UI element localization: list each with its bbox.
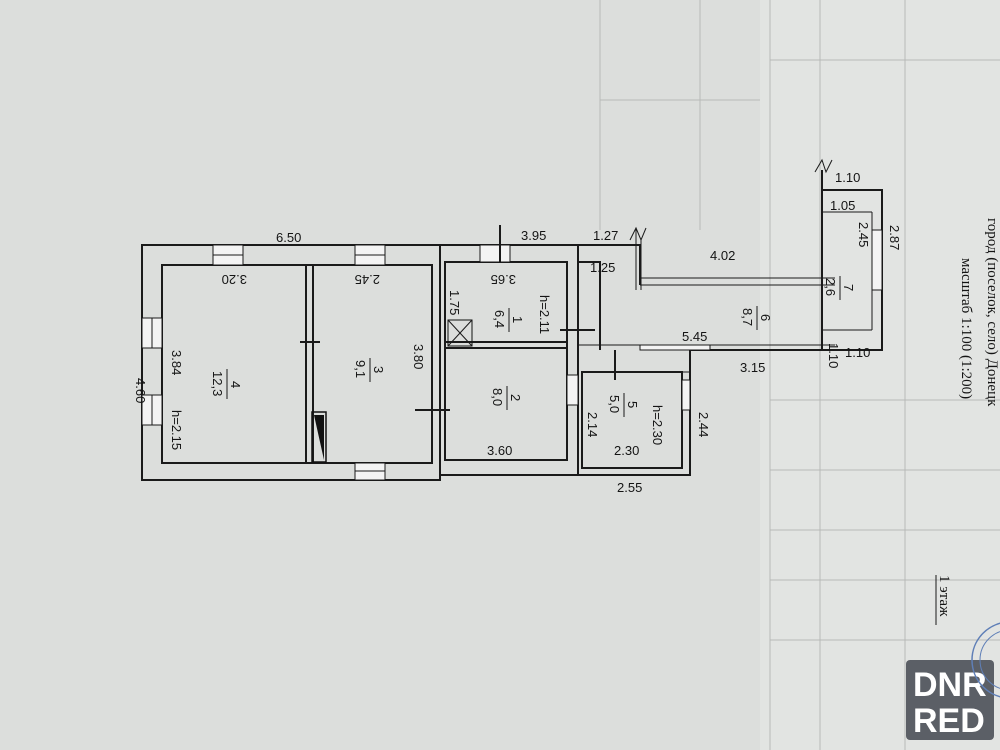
dim-room3-right: 3.80 bbox=[411, 344, 426, 369]
svg-text:9,1: 9,1 bbox=[353, 360, 368, 378]
dim-room7-bottom-inner: 1.10 bbox=[826, 343, 841, 368]
logo-line-2: RED bbox=[913, 702, 985, 740]
heater-symbol bbox=[447, 319, 473, 347]
plan-doors bbox=[300, 225, 616, 411]
stamp-fragment bbox=[971, 622, 1000, 698]
svg-text:6,4: 6,4 bbox=[492, 310, 507, 328]
room-5-label: 5 5,0 bbox=[607, 393, 640, 417]
room-1-label: 1 6,4 bbox=[492, 308, 525, 332]
room-4-height: h=2.15 bbox=[169, 410, 184, 450]
dim-outer-left: 4.60 bbox=[133, 378, 148, 403]
svg-text:5,0: 5,0 bbox=[607, 395, 622, 413]
dim-room7-top-outer: 1.10 bbox=[835, 170, 860, 185]
room-3-label: 3 9,1 bbox=[353, 358, 386, 382]
dim-room6-bottom: 5.45 bbox=[682, 329, 707, 344]
city-line: город (поселок, село) Донецк bbox=[984, 218, 1000, 407]
dim-room2-bottom: 3.60 bbox=[487, 443, 512, 458]
svg-text:2: 2 bbox=[508, 394, 523, 401]
logo-line-1: DNR bbox=[913, 666, 987, 704]
svg-text:8,7: 8,7 bbox=[740, 308, 755, 326]
room-7-label: 7 2,6 bbox=[823, 276, 856, 300]
dim-room4-left: 3.84 bbox=[169, 350, 184, 375]
svg-text:4: 4 bbox=[228, 381, 243, 388]
dim-corridor-bottom: 2.55 bbox=[617, 480, 642, 495]
dim-room5-left: 2.14 bbox=[585, 412, 600, 437]
right-form-area bbox=[760, 0, 1000, 750]
dim-room6-outer: 3.15 bbox=[740, 360, 765, 375]
room-4-label: 4 12,3 bbox=[210, 369, 243, 399]
svg-text:3: 3 bbox=[371, 366, 386, 373]
dim-room7-top-inner: 1.05 bbox=[830, 198, 855, 213]
svg-text:8,0: 8,0 bbox=[490, 388, 505, 406]
svg-text:1: 1 bbox=[510, 316, 525, 323]
plan-walls bbox=[141, 158, 883, 481]
dim-room1-left: 1.75 bbox=[447, 290, 462, 315]
dim-porch-top: 1.27 bbox=[593, 228, 618, 243]
svg-text:5: 5 bbox=[625, 401, 640, 408]
dim-room4-top: 3.20 bbox=[222, 272, 247, 287]
room-1-height: h=2.11 bbox=[537, 295, 552, 334]
dim-room1-top: 3.65 bbox=[491, 272, 516, 287]
dim-room7-bottom-outer: 1.10 bbox=[845, 345, 870, 360]
svg-text:2,6: 2,6 bbox=[823, 278, 838, 296]
dim-porch-inner: 1.25 bbox=[590, 260, 615, 275]
dim-outer-top: 6.50 bbox=[276, 230, 301, 245]
room-6-label: 6 8,7 bbox=[740, 306, 773, 330]
dim-corridor-top: 3.95 bbox=[521, 228, 546, 243]
dim-room7-side-outer: 2.87 bbox=[887, 225, 902, 250]
form-grid-lines bbox=[599, 0, 1000, 750]
dnr-red-logo: DNR RED bbox=[906, 660, 994, 740]
svg-text:6: 6 bbox=[758, 314, 773, 321]
floor-label: 1 этаж bbox=[936, 575, 952, 617]
dim-room6-top: 4.02 bbox=[710, 248, 735, 263]
svg-text:12,3: 12,3 bbox=[210, 371, 225, 396]
dim-room7-side-inner: 2.45 bbox=[856, 222, 871, 247]
room-5-height: h=2.30 bbox=[650, 405, 665, 445]
stove-symbol bbox=[311, 411, 327, 463]
dim-room3-top: 2.45 bbox=[355, 272, 380, 287]
room-labels: 4 12,3 h=2.15 3 9,1 1 6,4 h=2.11 2 8,0 5… bbox=[169, 276, 856, 450]
scale-line: масштаб 1:100 (1:200) bbox=[958, 258, 974, 399]
sheet-header: город (поселок, село) Донецк масштаб 1:1… bbox=[935, 218, 1000, 625]
plan-windows bbox=[141, 229, 883, 481]
dimension-labels: 6.50 4.60 3.20 3.84 2.45 3.80 3.65 1.75 … bbox=[133, 170, 902, 495]
svg-text:7: 7 bbox=[841, 284, 856, 291]
room-2-label: 2 8,0 bbox=[490, 386, 523, 410]
dim-room5-bottom: 2.30 bbox=[614, 443, 639, 458]
dim-room5-right: 2.44 bbox=[696, 412, 711, 437]
